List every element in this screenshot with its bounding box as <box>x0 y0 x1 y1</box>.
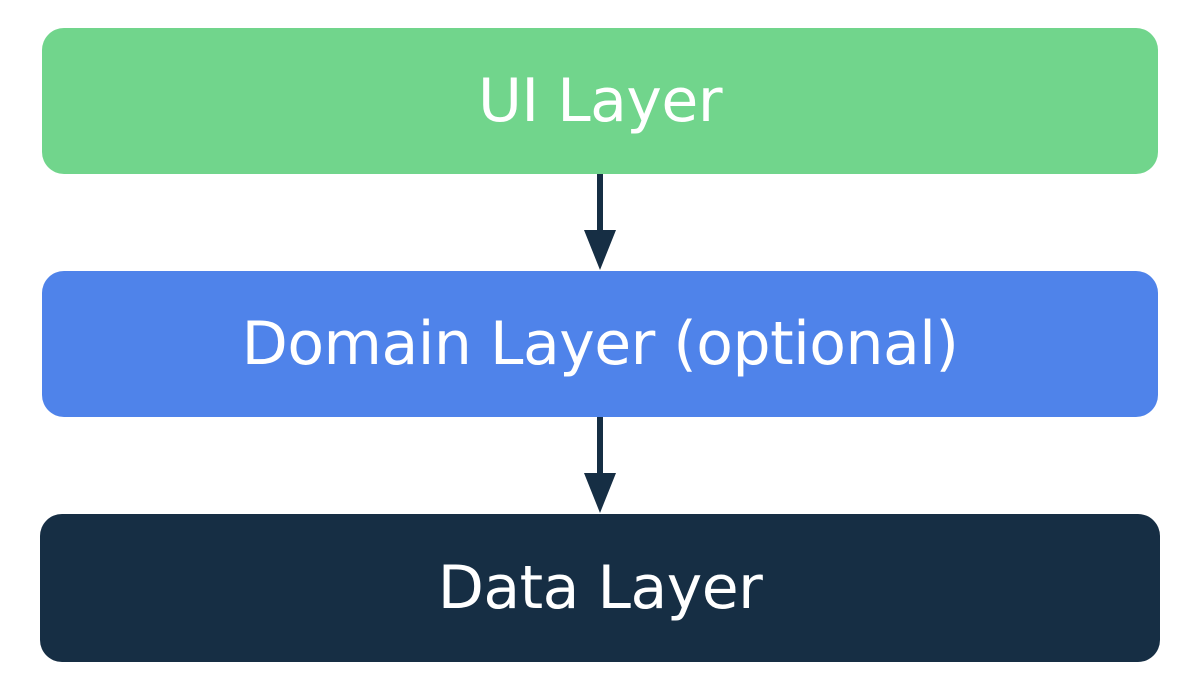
domain-layer-label: Domain Layer (optional) <box>241 309 959 379</box>
ui-layer-label: UI Layer <box>478 66 722 136</box>
ui-layer-box: UI Layer <box>42 28 1158 174</box>
data-layer-box: Data Layer <box>40 514 1160 662</box>
down-arrow-icon <box>584 174 616 270</box>
domain-layer-box: Domain Layer (optional) <box>42 271 1158 417</box>
data-layer-label: Data Layer <box>437 553 763 623</box>
down-arrow-icon <box>584 417 616 513</box>
